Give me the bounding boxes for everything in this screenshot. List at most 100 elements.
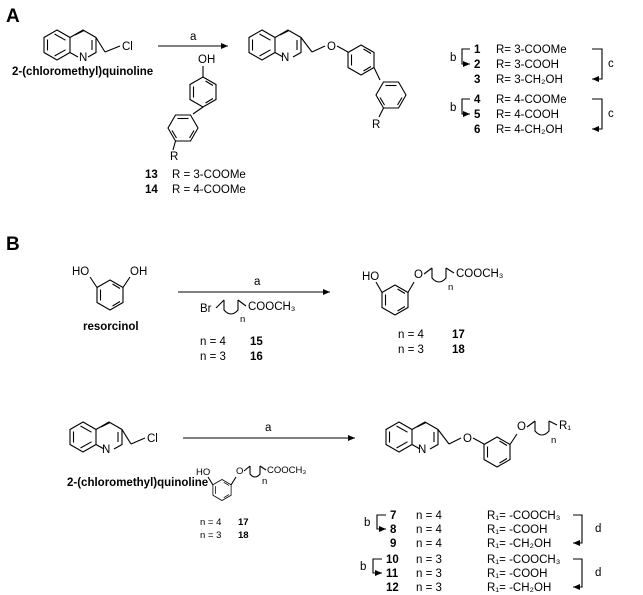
compound-6-r: R= 4-CH₂OH	[496, 124, 563, 136]
final-product-structure: N O O R₁ n	[385, 420, 571, 468]
compound-1-r: R= 3-COOMe	[496, 44, 567, 56]
product-17-num: 17	[452, 329, 465, 341]
step-b-arrow-4	[372, 558, 382, 576]
phenol-list: 13 R = 3-COOMe 14 R = 4-COOMe	[145, 169, 246, 196]
small-o: O	[236, 466, 243, 477]
compound-13-r: R = 3-COOMe	[172, 169, 246, 181]
step-b-label-a1: b	[450, 52, 456, 64]
reagent-15-n: n = 4	[200, 336, 227, 348]
step-c-label-a2: c	[608, 108, 614, 120]
step-d-arrow-2	[573, 558, 583, 590]
step-c-arrow-1	[592, 48, 603, 82]
step-d-label-1: d	[595, 523, 601, 535]
final-r1: R₁	[559, 420, 571, 432]
product-18-n: n = 3	[398, 344, 424, 356]
final-n: N	[418, 444, 426, 456]
compound-11-n: n = 3	[416, 568, 442, 580]
product-17-n: n = 4	[398, 329, 425, 341]
product-structure-a: N O R	[248, 29, 407, 131]
compound-7-num: 7	[390, 510, 396, 522]
compound-14-num: 14	[145, 184, 158, 196]
ester-product-o: O	[414, 269, 423, 281]
compound-9-num: 9	[390, 538, 396, 550]
final-n-sub: n	[551, 435, 556, 446]
step-d-label-2: d	[595, 567, 601, 579]
final-o1: O	[463, 433, 472, 445]
compound-12-n: n = 3	[416, 582, 442, 594]
step-b-label-b2: b	[360, 561, 366, 573]
compound-9-n: n = 4	[416, 538, 443, 550]
compound-5-r: R= 4-COOH	[496, 109, 559, 121]
step-d-arrow-1	[573, 514, 583, 546]
compound-2-r: R= 3-COOH	[496, 59, 559, 71]
final-o2: O	[517, 421, 526, 433]
atom-cl: Cl	[122, 41, 133, 53]
compound-10-num: 10	[386, 554, 399, 566]
bromo-br: Br	[200, 303, 212, 315]
small-17-n: n = 4	[200, 517, 221, 528]
compound-9-r: R₁= -CH₂OH	[487, 538, 551, 550]
reagent-name-a: 2-(chloromethyl)quinoline	[12, 66, 153, 78]
phenol-oh: OH	[198, 54, 215, 66]
resorcinol-name: resorcinol	[83, 321, 139, 333]
series-a-list: 1 R= 3-COOMe 2 R= 3-COOH 3 R= 3-CH₂OH 4 …	[474, 44, 567, 136]
reagent-list-b: n = 4 15 n = 3 16	[200, 336, 263, 363]
compound-13-num: 13	[145, 169, 158, 181]
chloromethylquinoline-structure-b: N Cl	[69, 421, 158, 456]
compound-8-r: R₁= -COOH	[487, 524, 547, 536]
atom-n: N	[79, 52, 87, 64]
reagent-name-b: 2-(chloromethyl)quinoline	[67, 477, 208, 489]
step-c-label-a1: c	[608, 58, 614, 70]
compound-10-r: R₁= -COOCH₃	[487, 554, 561, 566]
resorcinol-ho: HO	[72, 266, 89, 278]
compound-4-num: 4	[474, 94, 481, 106]
step-b-arrow-3	[376, 514, 386, 532]
bromo-ester: COOCH₃	[248, 301, 296, 313]
compound-10-n: n = 3	[416, 554, 442, 566]
resorcinol-oh: OH	[130, 266, 147, 278]
phenol-r: R	[170, 151, 178, 163]
compound-7-n: n = 4	[416, 510, 443, 522]
panel-a-label: A	[6, 6, 20, 27]
ester-product-ho: HO	[362, 271, 379, 283]
small-ester: COOCH₃	[267, 465, 306, 476]
arrow-label-b2: a	[265, 422, 272, 434]
small-ho: HO	[196, 467, 210, 478]
compound-6-num: 6	[474, 124, 480, 136]
compound-7-r: R₁= -COOCH₃	[487, 510, 561, 522]
compound-3-num: 3	[474, 74, 480, 86]
small-18-n: n = 3	[200, 530, 221, 541]
quinoline-b-n: N	[102, 444, 110, 456]
compound-3-r: R= 3-CH₂OH	[496, 74, 563, 86]
chloromethylquinoline-structure-a: N Cl	[43, 29, 133, 64]
panel-b-label: B	[6, 234, 20, 255]
compound-2-num: 2	[474, 59, 480, 71]
phenol-biphenyl-structure: OH R	[167, 54, 217, 163]
reagent-15-num: 15	[250, 336, 263, 348]
quinoline-b-cl: Cl	[147, 433, 158, 445]
arrow-label-a: a	[190, 31, 197, 43]
ester-product-group: COOCH₃	[456, 268, 504, 280]
product-a-o: O	[327, 41, 336, 53]
bromo-ester-structure: Br COOCH₃ n	[200, 299, 296, 325]
step-b-label-b1: b	[364, 517, 370, 529]
small-phenol-ester-structure: HO O COOCH₃ n	[196, 465, 306, 501]
bromo-n: n	[240, 314, 245, 325]
reagent-16-num: 16	[250, 351, 263, 363]
compound-8-n: n = 4	[416, 524, 443, 536]
step-c-arrow-2	[592, 98, 603, 132]
compound-12-num: 12	[386, 582, 399, 594]
resorcinol-structure: HO OH	[72, 266, 147, 311]
ester-product-n: n	[448, 282, 453, 293]
compound-11-num: 11	[386, 568, 399, 580]
step-b-label-a2: b	[450, 102, 456, 114]
product-a-n: N	[281, 52, 289, 64]
small-17-num: 17	[238, 517, 249, 528]
ester-product-structure: HO O COOCH₃ n	[362, 267, 504, 316]
product-18-num: 18	[452, 344, 465, 356]
arrow-label-b1: a	[254, 276, 261, 288]
product-a-r: R	[372, 119, 380, 131]
compound-1-num: 1	[474, 44, 481, 56]
compound-14-r: R = 4-COOMe	[172, 184, 246, 196]
